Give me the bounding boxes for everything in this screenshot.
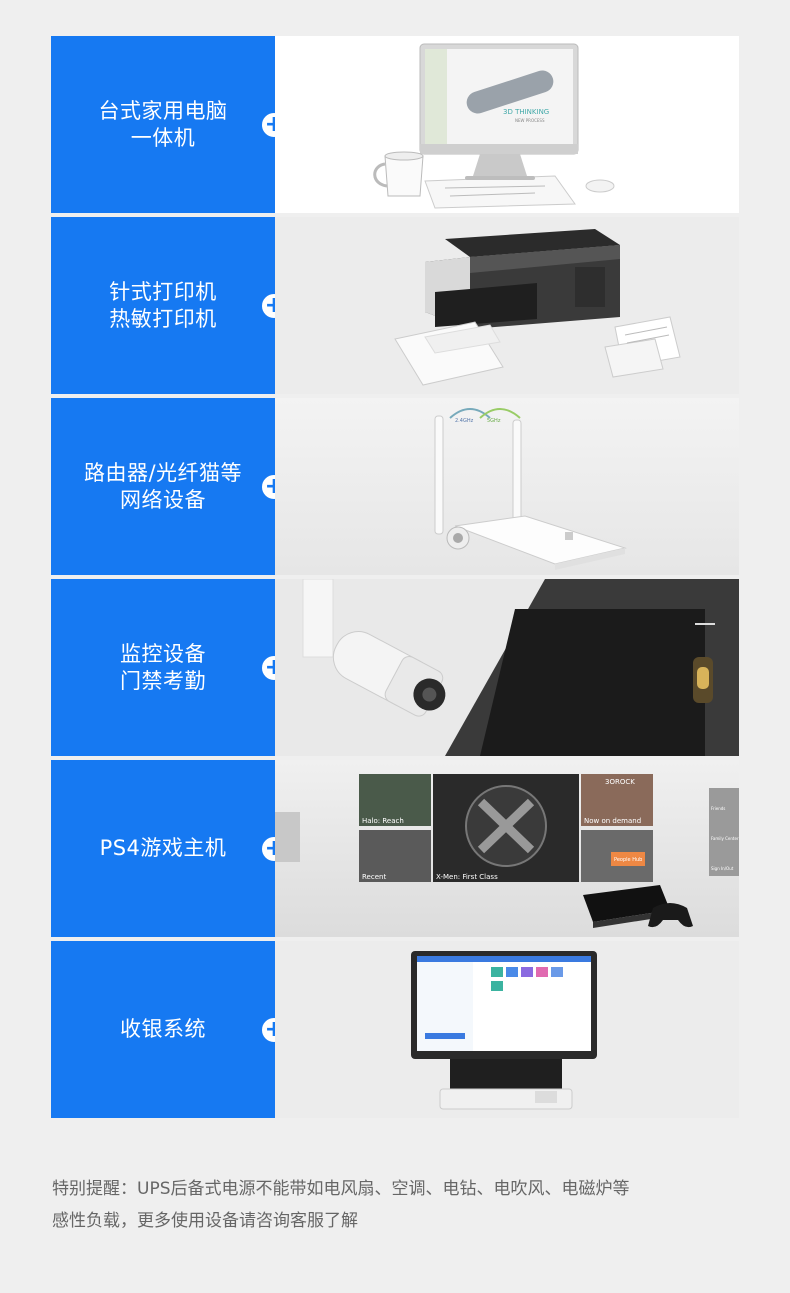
device-row-computer[interactable]: 台式家用电脑 一体机 + 3D THINKING NEW PROCESS: [51, 36, 739, 213]
side-friends: Friends: [711, 806, 725, 811]
row-label: 收银系统: [51, 941, 275, 1118]
note-line-2: 感性负载，更多使用设备请咨询客服了解: [52, 1211, 358, 1231]
pos-image: [275, 941, 739, 1118]
note-line-1: 特别提醒：UPS后备式电源不能带如电风扇、空调、电钻、电吹风、电磁炉等: [52, 1179, 630, 1199]
row-label: 路由器/光纤猫等 网络设备: [51, 398, 275, 575]
row-label-line: 收银系统: [120, 1017, 206, 1041]
computer-image: 3D THINKING NEW PROCESS: [275, 36, 739, 213]
device-row-pos[interactable]: 收银系统 +: [51, 941, 739, 1118]
device-row-printer[interactable]: 针式打印机 热敏打印机 +: [51, 217, 739, 394]
row-label-line: 网络设备: [120, 487, 206, 512]
row-label-line: 一体机: [130, 125, 196, 150]
tile-recent: Recent: [362, 873, 386, 881]
ps4-image: Halo: Reach Recent X-Men: First Class 3O…: [275, 760, 739, 937]
side-family: Family Center: [711, 836, 739, 841]
row-label-line: PS4游戏主机: [99, 836, 227, 860]
monitor-sub: NEW PROCESS: [515, 118, 545, 123]
row-label: 监控设备 门禁考勤: [51, 579, 275, 756]
device-list: 台式家用电脑 一体机 + 3D THINKING NEW PROCESS: [51, 36, 739, 1122]
row-label: PS4游戏主机: [51, 760, 275, 937]
row-label-line: 监控设备: [120, 641, 206, 666]
row-label-line: 针式打印机: [109, 279, 217, 304]
tile-people-hub: People Hub: [614, 857, 642, 863]
tile-halo: Halo: Reach: [362, 817, 404, 825]
row-label-line: 热敏打印机: [109, 306, 217, 331]
row-label: 针式打印机 热敏打印机: [51, 217, 275, 394]
device-row-ps4[interactable]: PS4游戏主机 + Halo: Reach Recent X-Men: Firs…: [51, 760, 739, 937]
row-label: 台式家用电脑 一体机: [51, 36, 275, 213]
row-label-line: 台式家用电脑: [98, 98, 228, 123]
usage-note: 特别提醒：UPS后备式电源不能带如电风扇、空调、电钻、电吹风、电磁炉等 感性负载…: [52, 1173, 742, 1237]
tile-xmen: X-Men: First Class: [436, 873, 498, 881]
tile-on-demand: Now on demand: [584, 817, 641, 825]
row-label-line: 门禁考勤: [120, 668, 206, 693]
device-row-router[interactable]: 路由器/光纤猫等 网络设备 + 2.4GHz 5GHz: [51, 398, 739, 575]
device-row-surveillance[interactable]: 监控设备 门禁考勤 +: [51, 579, 739, 756]
band-5-label: 5GHz: [487, 418, 501, 424]
row-label-line: 路由器/光纤猫等: [83, 460, 243, 485]
side-signin: Sign In/Out: [711, 866, 734, 871]
printer-image: [275, 217, 739, 394]
monitor-text: 3D THINKING: [503, 108, 549, 116]
band-24-label: 2.4GHz: [455, 418, 474, 424]
router-image: 2.4GHz 5GHz: [275, 398, 739, 575]
camera-image: [275, 579, 739, 756]
tile-30rock: 3OROCK: [605, 778, 635, 786]
